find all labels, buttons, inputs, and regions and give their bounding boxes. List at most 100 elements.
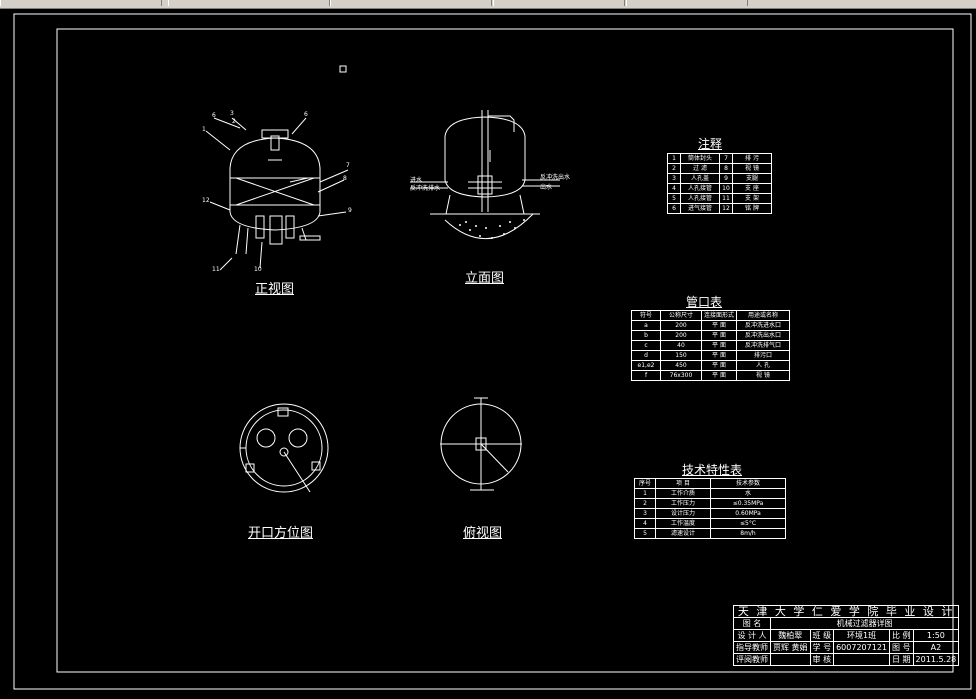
table-cell: 筒体封头 [680, 153, 720, 164]
part-number: 8 [343, 175, 347, 182]
audit-label: 审 核 [809, 653, 835, 666]
name-label: 图 名 [733, 617, 771, 630]
table-cell: 11 [719, 193, 733, 204]
table-cell: 平 面 [700, 320, 738, 331]
elevation-label: 反冲洗排水 [410, 185, 441, 192]
top-view-label: 俯视图 [463, 526, 503, 541]
table-cell: 人 孔 [736, 360, 791, 371]
table-cell: 铭 牌 [732, 203, 772, 214]
designer-label: 设 计 人 [733, 629, 771, 642]
table-cell: a [631, 320, 661, 331]
table-cell: 8m/h [710, 528, 786, 539]
table-cell: 平 面 [700, 340, 738, 351]
table-cell: 反冲洗排气口 [736, 340, 791, 351]
table-cell: 12 [719, 203, 733, 214]
table-cell: 平 面 [700, 330, 738, 341]
table-cell: f [631, 370, 661, 381]
table-cell: 2 [634, 498, 656, 509]
table-cell: 序号 [634, 478, 656, 489]
school-name: 天 津 大 学 仁 爱 学 院 毕 业 设 计 [732, 605, 960, 618]
date-label: 日 期 [889, 653, 914, 666]
table-cell: 平 面 [700, 370, 738, 381]
tech-title: 技术特性表 [682, 463, 743, 477]
table-cell: b [631, 330, 661, 341]
table-cell: 5 [634, 528, 656, 539]
class: 环境1班 [833, 629, 890, 642]
elevation-view [410, 110, 560, 240]
elevation-label: 出水 [540, 184, 553, 191]
toolbar-segment[interactable] [168, 0, 330, 6]
table-cell: 平 面 [700, 350, 738, 361]
table-cell: 平 面 [700, 360, 738, 371]
table-cell: 支腿 [732, 173, 772, 184]
opening-view-label: 开口方位图 [248, 526, 314, 541]
table-cell: 人孔接管 [680, 193, 720, 204]
part-number: 10 [254, 266, 262, 273]
notes-title: 注释 [698, 137, 723, 151]
table-cell: 3 [667, 173, 681, 184]
table-cell: 项 目 [655, 478, 711, 489]
toolbar-segment[interactable] [0, 0, 162, 6]
nozzle-title: 管口表 [686, 295, 723, 309]
table-cell: 设计压力 [655, 508, 711, 519]
table-cell: 人孔接管 [680, 183, 720, 194]
table-cell: 9 [719, 173, 733, 184]
table-cell: 滤速设计 [655, 528, 711, 539]
table-cell: 0.60MPa [710, 508, 786, 519]
table-header-row: 符号公称尺寸连接面形式用途或名称 [631, 310, 791, 321]
designer: 魏柏翠 [770, 629, 811, 642]
table-cell: 进气接管 [680, 203, 720, 214]
table-cell: 过 滤 [680, 163, 720, 174]
class-label: 班 级 [809, 629, 835, 642]
student-id: 6007207121 [833, 641, 890, 654]
part-number: 1 [202, 126, 206, 133]
advisor-label: 指导教师 [733, 641, 771, 654]
scale: 1:50 [912, 629, 960, 642]
table-cell: 符号 [631, 310, 661, 321]
part-number: 7 [346, 162, 350, 169]
student-id-label: 学 号 [809, 641, 835, 654]
table-cell: 工作压力 [655, 498, 711, 509]
drawing-name: 机械过滤器详图 [769, 617, 960, 630]
cursor-marker [339, 65, 347, 73]
table-cell: 1 [634, 488, 656, 499]
table-cell: 200 [660, 330, 702, 341]
table-cell: 视 镜 [732, 163, 772, 174]
toolbar-segment[interactable] [626, 0, 748, 6]
table-cell: 450 [660, 360, 702, 371]
part-number: 2 [232, 118, 236, 125]
table-cell: 连接面形式 [700, 310, 738, 321]
table-cell: 反冲洗出水口 [736, 330, 791, 341]
table-cell: 视 镜 [736, 370, 791, 381]
table-cell: 10 [719, 183, 733, 194]
table-cell: 150 [660, 350, 702, 361]
table-cell: ≤0.35MPa [710, 498, 786, 509]
scale-label: 比 例 [889, 629, 914, 642]
opening-view [239, 403, 329, 493]
table-cell: 40 [660, 340, 702, 351]
table-cell: 技术参数 [710, 478, 786, 489]
part-number: 12 [202, 197, 210, 204]
part-number: 6 [304, 111, 308, 118]
table-cell: c [631, 340, 661, 351]
toolbar-segment[interactable] [493, 0, 625, 6]
table-cell: ≤5°C [710, 518, 786, 529]
table-cell: 8 [719, 163, 733, 174]
top-view [440, 397, 522, 491]
audit [833, 653, 890, 666]
toolbar-segment[interactable] [330, 0, 492, 6]
title-block: 天 津 大 学 仁 爱 学 院 毕 业 设 计 图 名 机械过滤器详图 设 计 … [732, 605, 960, 666]
